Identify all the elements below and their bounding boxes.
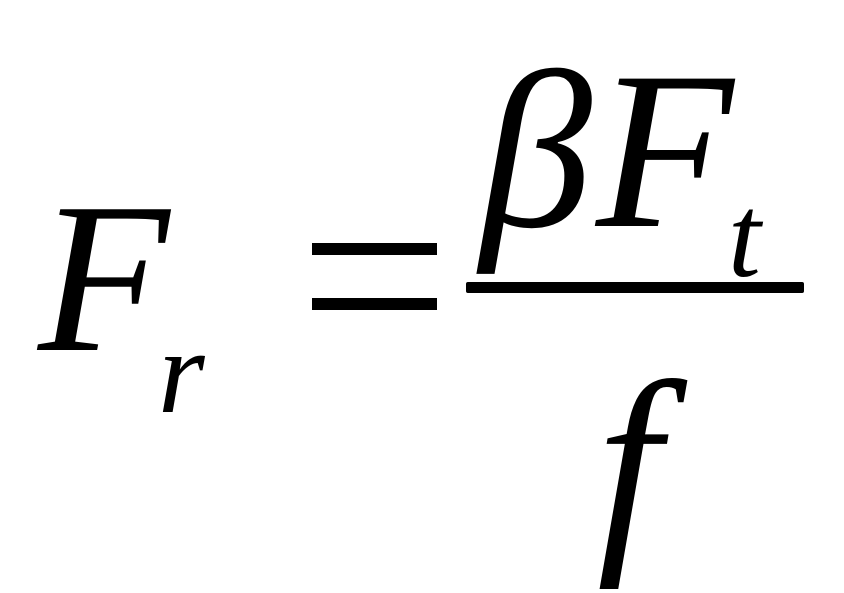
equals-bar-top <box>312 243 437 255</box>
lhs-symbol: F <box>38 158 170 397</box>
numerator-symbol: F <box>596 25 734 275</box>
denominator-symbol: f <box>597 335 661 590</box>
numerator-subscript: t <box>728 171 761 302</box>
lhs-subscript: r <box>158 305 205 438</box>
fraction-bar <box>466 282 804 293</box>
equals-sign <box>312 243 437 310</box>
numerator-coefficient: β <box>480 25 593 275</box>
equals-bar-bottom <box>312 298 437 310</box>
